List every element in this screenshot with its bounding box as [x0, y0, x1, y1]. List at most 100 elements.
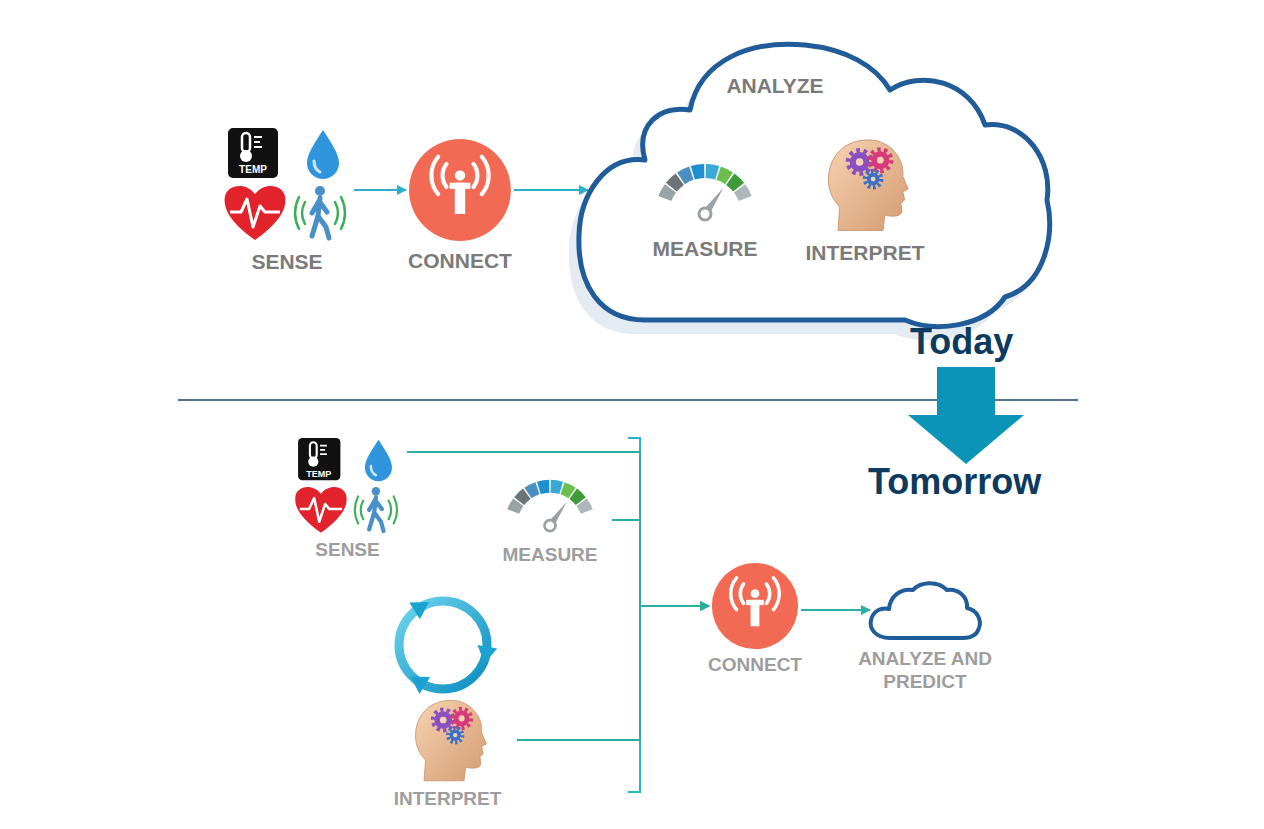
icon-shape: [495, 467, 605, 540]
icon-shape: [751, 589, 760, 598]
icon-node: MEASURE: [490, 467, 610, 567]
cycle-arrowhead: [478, 645, 498, 664]
icon-shape: [458, 715, 464, 721]
icon-shape: [222, 128, 352, 243]
icon-shape: [691, 164, 705, 179]
icon-shape: [856, 158, 864, 166]
icon-shape: [871, 177, 876, 182]
icon-node: TEMP SENSE: [290, 438, 405, 562]
node-icon: [711, 562, 799, 650]
node-label: MEASURE: [652, 236, 757, 261]
icon-shape: [298, 438, 340, 480]
cloud-title: ANALYZE: [675, 73, 875, 98]
icon-shape: [524, 482, 539, 498]
icon-shape: [439, 717, 446, 724]
stage-label: Tomorrow: [868, 462, 1041, 502]
icon-node: CONNECT: [408, 138, 512, 273]
node-icon: [408, 696, 488, 784]
icon-shape: [371, 487, 379, 495]
icon-shape: [308, 457, 318, 467]
icon-shape: [408, 138, 512, 242]
node-icon: [408, 138, 512, 242]
icon-shape: [314, 161, 320, 172]
icon-shape: [408, 696, 488, 784]
node-label: INTERPRET: [805, 240, 924, 265]
icon-shape: [455, 183, 465, 214]
node-icon: TEMP: [293, 438, 403, 535]
icon-shape: [295, 197, 345, 229]
icon-shape: [452, 709, 471, 728]
icon-shape: [731, 578, 779, 610]
icon-shape: [455, 170, 465, 180]
icon-shape: [307, 130, 339, 179]
icon-shape: [431, 157, 488, 194]
icon-shape: [870, 149, 892, 171]
icon-shape: [645, 150, 765, 230]
cycle-ring: [399, 601, 487, 689]
icon-shape: [537, 480, 549, 494]
icon-shape: [225, 186, 286, 240]
flow-arrow: [407, 452, 709, 606]
cycle-arrowhead: [410, 677, 430, 695]
icon-shape: [242, 133, 250, 152]
icon-shape: [545, 520, 556, 531]
node-label: CONNECT: [408, 248, 512, 273]
icon-shape: [432, 710, 453, 731]
icon-shape: [354, 496, 396, 523]
icon-shape: [228, 128, 278, 178]
icon-shape: [712, 563, 798, 649]
icon-shape: [370, 466, 375, 475]
icon-shape: [293, 438, 403, 535]
sensor-tag: TEMP: [298, 470, 340, 479]
node-label: CONNECT: [708, 654, 802, 677]
node-label: MEASURE: [502, 544, 597, 567]
icon-shape: [865, 171, 881, 187]
icon-shape: [551, 480, 563, 494]
icon-shape: [706, 164, 720, 179]
icon-node: CONNECT: [705, 562, 805, 677]
icon-shape: [415, 700, 486, 780]
icon-shape: [711, 562, 799, 650]
icon-shape: [865, 580, 985, 644]
icon-node: INTERPRET: [790, 135, 940, 265]
icon-shape: [453, 733, 457, 737]
flow-arrow: [801, 609, 870, 611]
icon-node: INTERPRET: [380, 696, 515, 811]
flow-arrow: [354, 189, 406, 191]
icon-shape: [320, 446, 327, 454]
icon-node: ANALYZE AND PREDICT: [850, 580, 1000, 694]
node-icon: [645, 150, 765, 230]
sensor-tag: TEMP: [228, 165, 278, 175]
icon-shape: [871, 583, 980, 638]
icon-shape: [828, 140, 908, 230]
bracket: [628, 438, 640, 792]
flow-arrow: [612, 520, 709, 606]
node-icon: TEMP: [222, 128, 352, 243]
icon-shape: [734, 184, 752, 201]
cycle-arrowheads: [409, 602, 497, 694]
icon-shape: [579, 44, 1050, 326]
icon-shape: [751, 600, 760, 626]
node-icon: [820, 135, 910, 234]
icon-shape: [699, 208, 711, 220]
arrow-shaft: [937, 367, 995, 416]
stage-label: Today: [910, 322, 1013, 362]
icon-shape: [299, 498, 341, 522]
flow-arrow: [517, 606, 709, 740]
cloud-region: ANALYZE MEASURE INTERPRET: [575, 35, 1055, 335]
arrow-head: [908, 415, 1024, 464]
node-icon: [495, 467, 605, 540]
icon-shape: [309, 442, 316, 458]
node-label: SENSE: [315, 539, 379, 562]
icon-shape: [364, 440, 391, 481]
icon-shape: [315, 186, 325, 196]
icon-shape: [820, 135, 910, 234]
icon-shape: [312, 198, 329, 238]
node-label: SENSE: [251, 249, 322, 274]
node-label: INTERPRET: [394, 788, 502, 811]
node-label: ANALYZE AND PREDICT: [850, 648, 1000, 694]
icon-shape: [409, 139, 511, 241]
